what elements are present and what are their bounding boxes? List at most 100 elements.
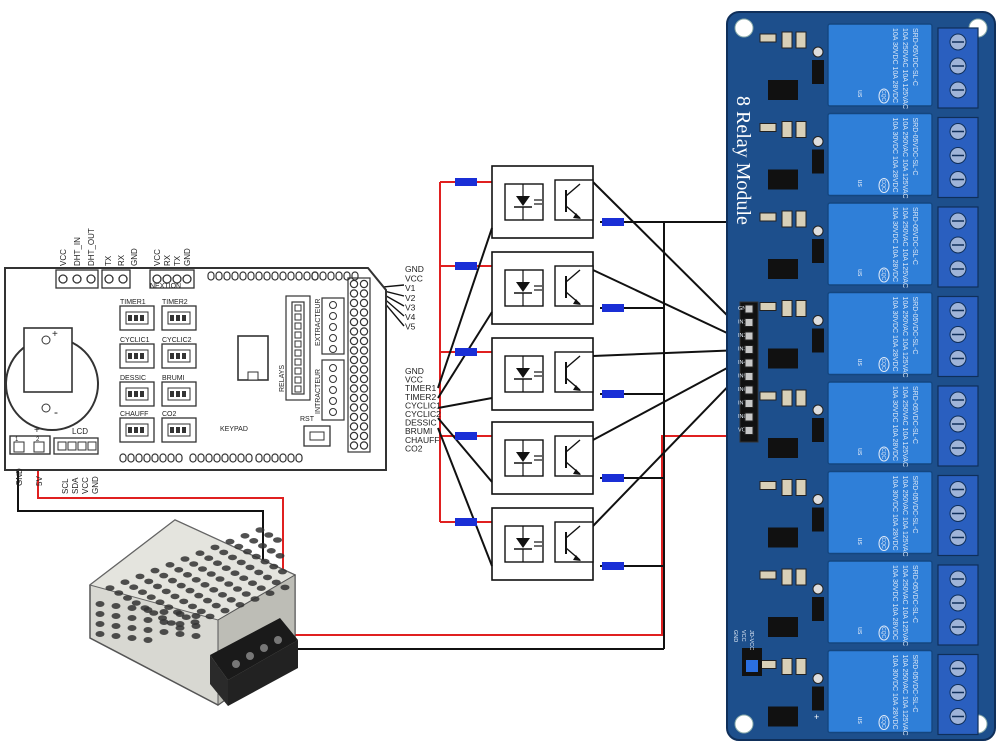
jumper-label: JD-VCC [748, 630, 754, 650]
relay-text: SRD-05VDC-SL-C [911, 28, 918, 86]
label-extracteur: EXTRACTEUR [315, 299, 322, 346]
relay-pin-label: IN6 [738, 387, 747, 393]
relay-text: 10A 30VDC 10A 28VDC [891, 118, 898, 193]
jumper-label: VCC [740, 630, 746, 642]
lcd-pin-gnd: GND [91, 476, 100, 494]
optocoupler [491, 507, 594, 581]
top-header-label: VCC [153, 249, 162, 266]
terminal-plus: + [34, 425, 40, 436]
relay-pin-label: IN2 [738, 333, 747, 339]
relay-text: 10A 30VDC 10A 28VDC [891, 297, 898, 372]
jumper-label: GND [732, 630, 738, 642]
relay-pin-label: IN5 [738, 374, 747, 380]
terminal-num-1: 1 [15, 437, 19, 443]
relay-brand: CQC [880, 269, 886, 281]
relay-text: 10A 30VDC 10A 28VDC [891, 207, 898, 282]
right-label-2: BRUMI [405, 426, 432, 436]
relay-pin-label: IN4 [738, 360, 747, 366]
top-header-label: RX [163, 254, 172, 266]
relay-text: SRD-05VDC-SL-C [911, 118, 918, 176]
relay-brand: CQC [880, 627, 886, 639]
top-header-label: DHT_OUT [87, 228, 96, 266]
relay-text: 10A 250VAC 10A 125VAC [901, 297, 908, 378]
relay-text: SRD-05VDC-SL-C [911, 565, 918, 623]
right-label-2: GND [405, 366, 424, 376]
right-label-2: CYCLIC1 [405, 400, 441, 410]
pcb-outline [4, 267, 387, 471]
label-relays: RELAYS [279, 365, 286, 392]
relay-brand: CQC [880, 359, 886, 371]
relay-module-title: 8 Relay Module [732, 96, 754, 225]
buzzer-component: + - [5, 327, 99, 431]
connector-label: CYCLIC2 [162, 337, 192, 344]
relay-text: SRD-05VDC-SL-C [911, 655, 918, 713]
relay-text: 10A 250VAC 10A 125VAC [901, 386, 908, 467]
connector-label: BRUMI [162, 375, 185, 382]
relay-pin-label: IN1 [738, 320, 747, 326]
psu-vent-holes [95, 527, 290, 643]
relay-ul-mark: us [856, 627, 863, 635]
right-label-2: VCC [405, 375, 423, 385]
relay-jumper [742, 648, 762, 676]
right-label-2: CHAUFF [405, 435, 439, 445]
psu-terminal-block [210, 618, 298, 706]
arduino-header-right [347, 277, 371, 453]
top-header-label: TX [104, 255, 113, 266]
wire-gnd-psu [17, 452, 664, 650]
relay-ul-mark: us [856, 180, 863, 188]
right-label-2: TIMER2 [405, 392, 436, 402]
relay-plus: + [814, 712, 819, 722]
relay-ul-mark: us [856, 538, 863, 546]
relay-text: 10A 250VAC 10A 125VAC [901, 655, 908, 736]
label-nextion: NEXTION [150, 283, 181, 290]
arduino-header-bottom [119, 453, 303, 463]
connector-label: CYCLIC1 [120, 337, 150, 344]
relay-text: 10A 250VAC 10A 125VAC [901, 28, 908, 109]
optocoupler [491, 337, 594, 411]
rst-connector: RST [300, 416, 331, 447]
right-label-1: V3 [405, 302, 416, 312]
power-supply-unit [88, 519, 298, 706]
relay-text: SRD-05VDC-SL-C [911, 207, 918, 265]
relay-brand: CQC [880, 538, 886, 550]
top-header-label: VCC [59, 249, 68, 266]
right-label-2: DESSIC [405, 418, 437, 428]
connector-label: TIMER2 [162, 299, 188, 306]
right-label-2: CYCLIC2 [405, 409, 441, 419]
right-label-1: V1 [405, 283, 416, 293]
optocoupler [491, 251, 594, 325]
lcd-header: LCD SCL SDA VCC GND [53, 427, 100, 494]
relay-text: 10A 250VAC 10A 125VAC [901, 207, 908, 288]
top-header-label: DHT_IN [73, 237, 82, 266]
ic-chip [237, 335, 269, 381]
top-header-label: TX [173, 255, 182, 266]
relay-text: SRD-05VDC-SL-C [911, 297, 918, 355]
connector-label: TIMER1 [120, 299, 146, 306]
top-header-label: GND [130, 248, 139, 266]
blue-connectors [455, 178, 624, 570]
buzzer-minus: - [54, 405, 58, 419]
relay-pin-label: VCC [738, 428, 750, 434]
relays-header [285, 295, 345, 421]
relay-text: 10A 30VDC 10A 28VDC [891, 386, 898, 461]
relay-text: 10A 30VDC 10A 28VDC [891, 476, 898, 551]
top-headers [55, 269, 195, 289]
relay-text: 10A 30VDC 10A 28VDC [891, 28, 898, 103]
relay-ul-mark: us [856, 448, 863, 456]
right-label-1: VCC [405, 274, 423, 284]
relay-text: 10A 250VAC 10A 125VAC [901, 118, 908, 199]
label-rst: RST [300, 416, 315, 423]
connector-label: CO2 [162, 411, 177, 418]
right-label-1: GND [405, 264, 424, 274]
relay-pin-label: IN8 [738, 414, 747, 420]
label-lcd: LCD [72, 427, 88, 436]
connector-label: CHAUFF [120, 411, 148, 418]
relay-text: SRD-05VDC-SL-C [911, 386, 918, 444]
relay-brand: CQC [880, 180, 886, 192]
top-header-label: RX [117, 254, 126, 266]
